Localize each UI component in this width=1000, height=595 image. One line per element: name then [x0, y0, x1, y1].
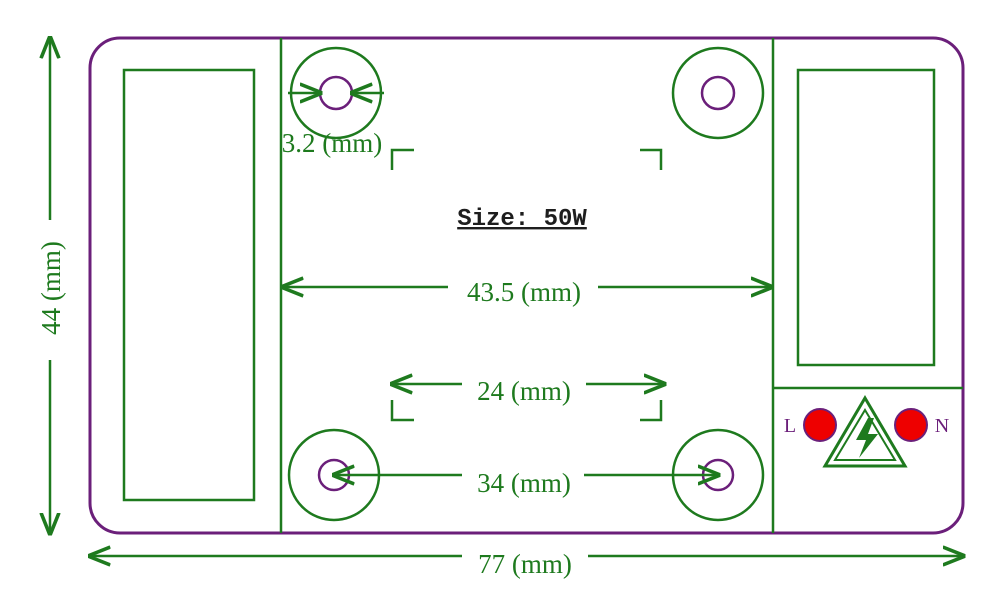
- mounting-hole-top-right: [671, 46, 765, 140]
- width-label: 77 (mm): [478, 549, 572, 579]
- window-width-label: 24 (mm): [477, 376, 571, 406]
- hole-spacing-label: 34 (mm): [477, 468, 571, 498]
- high-voltage-warning-icon: [822, 395, 908, 468]
- terminal-live-label: L: [784, 415, 796, 437]
- housing-outline: [88, 36, 965, 535]
- right-slot: [796, 68, 936, 367]
- left-slot: [122, 68, 256, 502]
- terminal-live: [803, 408, 837, 442]
- terminal-neutral-label: N: [935, 415, 949, 437]
- window-corner-marks: [390, 148, 663, 422]
- terminal-neutral: [894, 408, 928, 442]
- inner-width-label: 43.5 (mm): [467, 277, 581, 307]
- height-label: 44 (mm): [36, 241, 66, 335]
- size-title: Size: 50W: [457, 206, 587, 233]
- hole-diameter-label: 3.2 (mm): [282, 128, 383, 158]
